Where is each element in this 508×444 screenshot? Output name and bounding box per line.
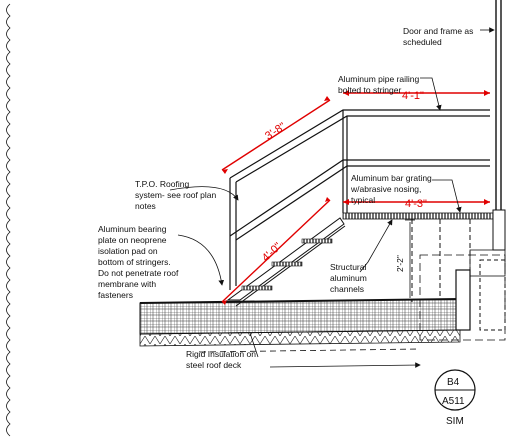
grating-note-line-3: typical xyxy=(351,195,375,205)
section-tag-detail: B4 xyxy=(447,377,460,388)
railing-note-line-1: Aluminum pipe railing xyxy=(338,74,420,84)
channels-note-line-3: channels xyxy=(330,284,364,294)
tpo-note-line-3: notes xyxy=(135,201,156,211)
grating-note-line-2: w/abrasive nosing, xyxy=(350,184,421,194)
channels-note-line-1: Structural xyxy=(330,262,366,272)
insulation-note-line-1: Rigid Insulation on xyxy=(186,349,256,359)
platform-grating xyxy=(342,212,494,220)
rigid-insulation xyxy=(139,298,461,335)
bearing-note-line-4: bottom of stringers. xyxy=(98,257,171,267)
door-note-line-2: scheduled xyxy=(403,37,442,47)
bearing-note-line-7: fasteners xyxy=(98,290,133,300)
platform-dimension: 4'-3" xyxy=(405,198,427,210)
steel-roof-deck xyxy=(139,329,461,347)
section-tag-sheet: A511 xyxy=(442,396,465,407)
tpo-note-line-1: T.P.O. Roofing xyxy=(135,179,189,189)
door-note-line-1: Door and frame as xyxy=(403,26,473,36)
bearing-note-line-6: membrane with xyxy=(98,279,156,289)
stair-run-dimension: 4'-0" xyxy=(260,240,284,264)
bearing-note-line-2: plate on neoprene xyxy=(98,235,167,245)
rail-slope-dimension: 3'-8" xyxy=(263,120,288,142)
railing-note-line-2: bolted to stringer xyxy=(338,85,401,95)
height-dimension xyxy=(405,219,415,301)
bearing-note-line-5: Do not penetrate roof xyxy=(98,268,179,278)
stair-treads xyxy=(241,238,333,291)
insulation-note-line-2: steel roof deck xyxy=(186,360,242,370)
bearing-note-line-1: Aluminum bearing xyxy=(98,224,167,234)
tpo-note-line-2: system- see roof plan xyxy=(135,190,217,200)
roof-assembly xyxy=(139,298,461,353)
platform-height-dimension: 2'-2" xyxy=(395,255,405,272)
rail-top-dimension: 4'-1" xyxy=(402,90,424,102)
bearing-note-line-3: isolation pad on xyxy=(98,246,158,256)
revision-cloud-edge xyxy=(6,3,11,437)
dimension-lines xyxy=(221,90,490,305)
section-tag[interactable]: B4 A511 SIM xyxy=(434,369,476,427)
leader-lines xyxy=(169,27,495,368)
channels-note-line-2: aluminum xyxy=(330,273,367,283)
wall-and-door-frame xyxy=(419,0,506,341)
grating-note-line-1: Aluminum bar grating xyxy=(351,173,432,183)
section-tag-note: SIM xyxy=(446,416,464,427)
